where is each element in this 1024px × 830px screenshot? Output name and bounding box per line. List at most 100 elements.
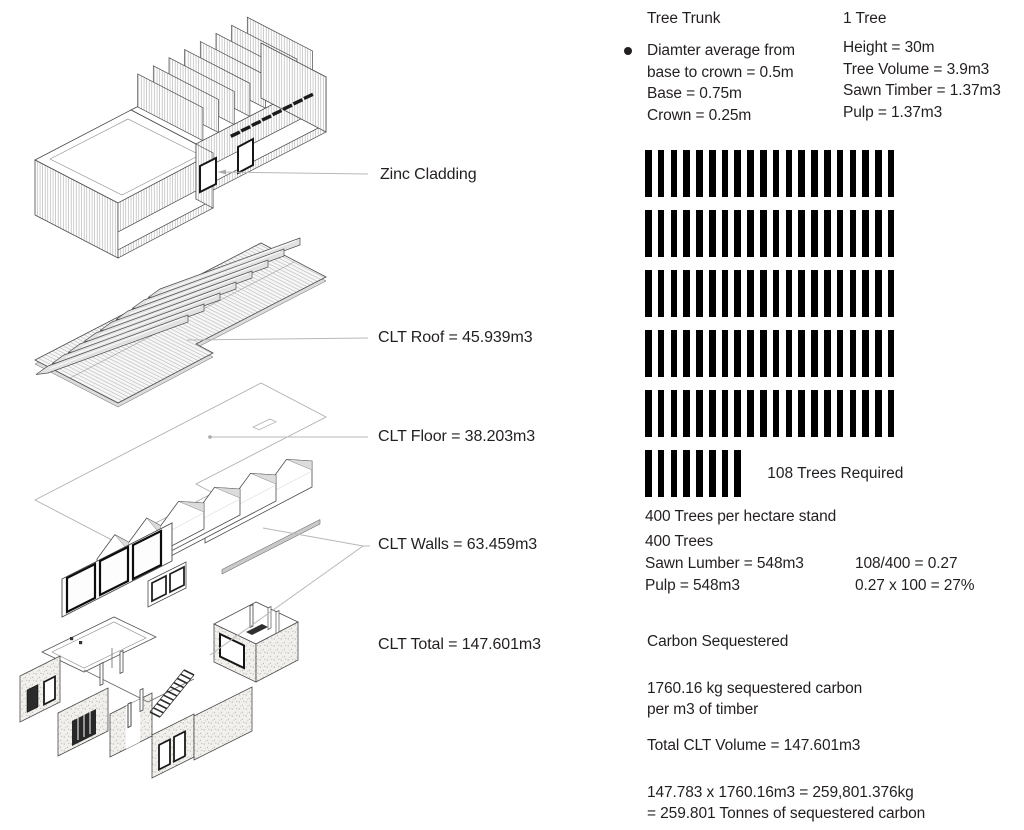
tally-bar — [811, 210, 818, 257]
tally-bar — [798, 210, 805, 257]
tally-bar — [862, 330, 869, 377]
tally-row — [645, 210, 903, 257]
tally-bar — [670, 330, 678, 377]
tally-bar — [785, 150, 793, 197]
tally-bar — [657, 330, 665, 377]
label-clt-floor: CLT Floor = 38.203m3 — [378, 428, 536, 445]
tally-bar — [875, 210, 882, 257]
tally-bar — [645, 210, 652, 257]
room-pod — [213, 601, 299, 683]
tally-bar — [645, 150, 652, 197]
roof-slats — [35, 237, 301, 375]
tally-bar — [734, 450, 742, 497]
tally-bar — [670, 450, 678, 497]
exploded-axonometric-drawing — [19, 16, 370, 779]
hectare-calc2: 0.27 x 100 = 27% — [855, 577, 975, 594]
tally-bar — [760, 210, 767, 257]
label-clt-walls: CLT Walls = 63.459m3 — [378, 536, 538, 553]
tally-bar — [747, 390, 754, 437]
tally-row — [645, 270, 903, 317]
tally-bar — [708, 390, 716, 437]
tally-bar — [887, 270, 895, 317]
tally-bar — [798, 330, 805, 377]
one-tree-title: 1 Tree — [843, 10, 887, 27]
tally-bar — [849, 150, 857, 197]
clt-walls-layer — [61, 458, 321, 618]
tally-bar — [696, 270, 703, 317]
tally-bar — [862, 150, 869, 197]
tally-bar — [823, 210, 831, 257]
label-clt-total: CLT Total = 147.601m3 — [378, 636, 541, 653]
carbon-line1: 1760.16 kg sequestered carbon — [647, 680, 863, 697]
tally-bar — [760, 330, 767, 377]
tally-bar — [683, 270, 690, 317]
tree-trunk-line: base to crown = 0.5m — [647, 63, 794, 81]
tally-bar — [875, 150, 882, 197]
leader-lines — [186, 171, 370, 656]
tally-bar — [670, 150, 678, 197]
tally-row — [645, 390, 903, 437]
tally-bar — [670, 210, 678, 257]
tally-bar — [670, 270, 678, 317]
tally-bar — [683, 390, 690, 437]
tally-row — [645, 450, 747, 497]
tally-bar — [849, 390, 857, 437]
tree-trunk-title: Tree Trunk — [647, 10, 721, 27]
tally-bar — [798, 390, 805, 437]
hectare-line3: Sawn Lumber = 548m3 — [645, 555, 804, 572]
hectare-calc1: 108/400 = 0.27 — [855, 555, 958, 572]
tally-bar — [683, 330, 690, 377]
clerestory-slots — [230, 92, 314, 138]
tally-bar — [772, 150, 780, 197]
one-tree-line: Pulp = 1.37m3 — [843, 103, 943, 121]
tally-bar — [645, 390, 652, 437]
tally-bar — [657, 210, 665, 257]
tree-trunk-line: Base = 0.75m — [647, 85, 742, 102]
tally-bar — [823, 330, 831, 377]
tally-bar — [836, 150, 844, 197]
tally-bar — [721, 390, 729, 437]
tally-bar — [785, 390, 793, 437]
leader-clt-roof — [186, 337, 369, 341]
tree-trunk-details: Diamter average from base to crown = 0.5… — [647, 40, 795, 126]
tally-bar — [772, 330, 780, 377]
tally-bar — [811, 150, 818, 197]
tree-trunk-line: Crown = 0.25m — [647, 106, 752, 124]
tally-bar — [721, 210, 729, 257]
tally-partial-bars — [645, 450, 747, 497]
tally-bar — [747, 270, 754, 317]
tally-bar — [875, 270, 882, 317]
tally-bar — [836, 390, 844, 437]
tally-total-label: 108 Trees Required — [767, 464, 904, 482]
tally-bar — [760, 390, 767, 437]
tally-bar — [823, 150, 831, 197]
tally-bar — [798, 270, 805, 317]
label-zinc-cladding: Zinc Cladding — [380, 166, 477, 183]
one-tree-details: Height = 30m Tree Volume = 3.9m3 Sawn Ti… — [843, 37, 1001, 123]
tally-bar — [849, 330, 857, 377]
tally-bar — [785, 270, 793, 317]
tally-bar — [734, 210, 742, 257]
tally-bar — [734, 150, 742, 197]
hectare-line4: Pulp = 548m3 — [645, 577, 740, 594]
tally-bar — [887, 210, 895, 257]
tally-bar — [862, 210, 869, 257]
tally-bar — [760, 150, 767, 197]
hectare-line2: 400 Trees — [645, 533, 714, 550]
tally-bar — [734, 390, 742, 437]
tally-bar — [785, 210, 793, 257]
tally-bar — [696, 330, 703, 377]
tally-bar — [836, 330, 844, 377]
tally-bar — [721, 150, 729, 197]
tally-bar — [696, 150, 703, 197]
tally-bar — [657, 150, 665, 197]
tally-bar — [887, 150, 895, 197]
tally-bar — [708, 270, 716, 317]
tally-bar — [721, 270, 729, 317]
tally-bar — [887, 390, 895, 437]
tally-bar — [657, 450, 665, 497]
tally-bar — [849, 270, 857, 317]
carbon-calc1: 147.783 x 1760.16m3 = 259,801.376kg — [647, 784, 914, 801]
tally-bar — [862, 390, 869, 437]
